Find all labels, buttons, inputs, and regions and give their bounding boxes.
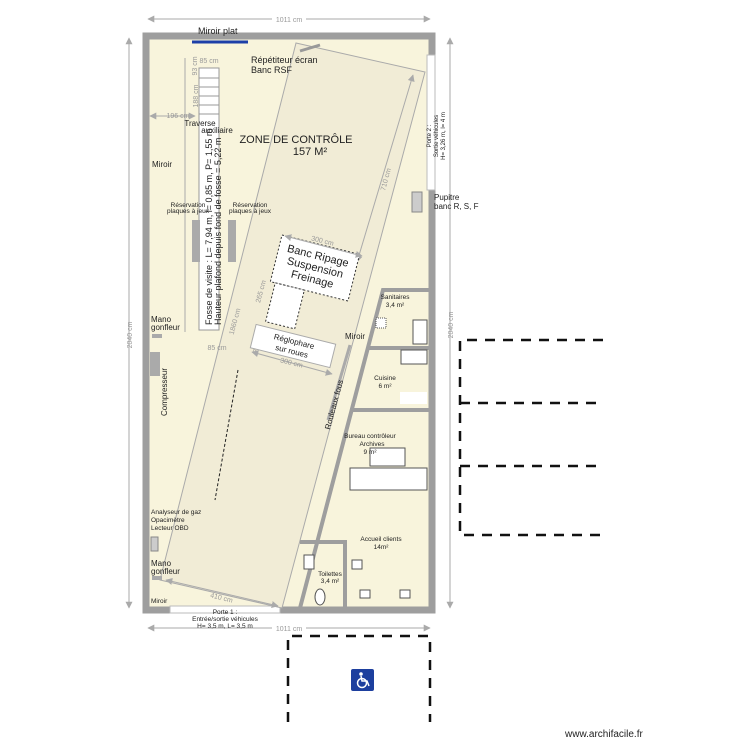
bureau-area: 9 m²: [364, 449, 378, 456]
bureau-label-2: Archives: [360, 441, 386, 448]
kitchen-counter-2: [400, 392, 427, 404]
wheelchair-accessible-icon: [351, 669, 374, 691]
mano1-label-1: Mano: [151, 315, 172, 324]
fosse-label-2: Hauteur plafond depuis fond de fosse = 5…: [213, 138, 223, 325]
porte-2-opening[interactable]: [426, 54, 436, 191]
dim-188: 188 cm: [193, 84, 200, 107]
dim-196: 196 cm: [167, 113, 190, 120]
compresseur-label: Compresseur: [160, 368, 169, 416]
miroir-bottom-label: Miroir: [151, 598, 168, 605]
toilettes-label: Toilettes: [318, 571, 343, 578]
dimension-bottom: 1011 cm: [276, 626, 302, 633]
dim-85-bottom: 85 cm: [207, 345, 226, 352]
miroir-left-label: Miroir: [152, 160, 172, 169]
dim-85-top: 85 cm: [199, 58, 218, 65]
dimension-right: 2040 cm: [448, 311, 455, 338]
shower: [412, 319, 428, 345]
porte1-label-3: H= 3,5 m, L= 3,5 m: [197, 623, 253, 630]
dim-93: 93 cm: [192, 56, 199, 75]
traverse-label-1: Traverse: [184, 119, 216, 128]
reservation-left-mark: [192, 220, 200, 262]
porte2-label-1: Porte 2 :: [427, 124, 433, 147]
sanitaires-label: Sanitaires: [381, 294, 411, 301]
kitchen-counter: [400, 349, 428, 365]
porte1-label-1: Porte 1 :: [213, 609, 238, 616]
reservation-right-mark: [228, 220, 236, 262]
reservation-left-1: Réservation: [171, 202, 206, 209]
zone-area: 157 M²: [293, 146, 328, 158]
chair: [399, 589, 411, 599]
accueil-area: 14m²: [374, 544, 390, 551]
accueil-label: Accueil clients: [360, 536, 402, 543]
miroir-plat-label: Miroir plat: [198, 26, 238, 36]
pupitre-label-2: banc R, S, F: [434, 202, 479, 211]
fosse-label-1: Fosse de visite : L= 7,94 m, l= 0,85 m, …: [204, 129, 214, 325]
reservation-left-2: plaques à jeux: [167, 208, 210, 215]
pupitre-mark: [411, 191, 423, 213]
porte2-label-3: H= 3,26 m, l= 4 m: [441, 112, 447, 160]
traverse-label-2: auxiliaire: [201, 126, 233, 135]
reservation-right-1: Réservation: [233, 202, 268, 209]
chair: [359, 589, 371, 599]
sanitaires-area: 3,4 m²: [386, 302, 405, 309]
desk: [349, 467, 428, 491]
dimension-top: 1011 cm: [276, 17, 302, 24]
compresseur-mark: [150, 352, 160, 376]
porte1-label-2: Entrée/sortie véhicules: [192, 616, 259, 623]
rouleaux-mark: [326, 344, 352, 421]
cuisine-label: Cuisine: [374, 375, 396, 382]
mano2-label-2: gonfleur: [151, 567, 180, 576]
toilet: [314, 588, 326, 606]
repetiteur-mark: [299, 43, 321, 53]
bureau-label: Bureau contrôleur: [344, 433, 397, 440]
parking-spaces-right: [458, 338, 603, 537]
fosse-steps: [199, 77, 219, 115]
mano2-label-1: Mano: [151, 559, 172, 568]
chair: [351, 559, 363, 570]
watermark: www.archifacile.fr: [564, 729, 643, 740]
fosse-de-visite: [198, 67, 220, 331]
desk-top: [369, 447, 406, 467]
toilet-sink: [303, 554, 315, 570]
toilettes-area: 3,4 m²: [321, 578, 340, 585]
repetiteur-label-2: Banc RSF: [251, 65, 293, 75]
sink: [375, 317, 387, 329]
analyseur-mark: [150, 536, 159, 552]
miroir-mid-label: Miroir: [345, 332, 365, 341]
interior-walls: [298, 288, 430, 609]
mano1-label-2: gonfleur: [151, 323, 180, 332]
pupitre-label-1: Pupitre: [434, 193, 460, 202]
analyseur-label-3: Lecteur OBD: [151, 525, 189, 532]
analyseur-label-2: Opacimètre: [151, 517, 185, 524]
dimension-left: 2040 cm: [127, 321, 134, 348]
parking-space-handicap: [286, 634, 432, 722]
mano2-mark: [152, 576, 162, 580]
porte2-label-2: Sortie véhicules: [434, 115, 440, 157]
analyseur-label-1: Analyseur de gaz: [151, 509, 201, 516]
repetiteur-label-1: Répétiteur écran: [251, 55, 318, 65]
zone-title: ZONE DE CONTRÔLE: [239, 133, 352, 146]
mano1-mark: [152, 334, 162, 338]
cuisine-area: 6 m²: [379, 383, 393, 390]
reservation-right-2: plaques à jeux: [229, 208, 272, 215]
